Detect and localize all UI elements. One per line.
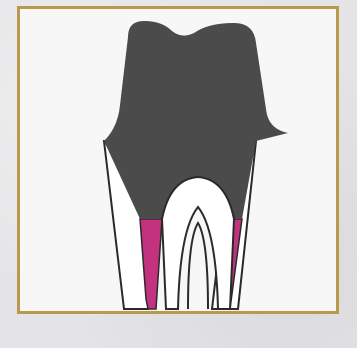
furcation-gap (188, 223, 208, 309)
tooth-diagram (20, 9, 336, 311)
furcation-dentin (162, 177, 234, 309)
illustration-frame (17, 6, 339, 314)
